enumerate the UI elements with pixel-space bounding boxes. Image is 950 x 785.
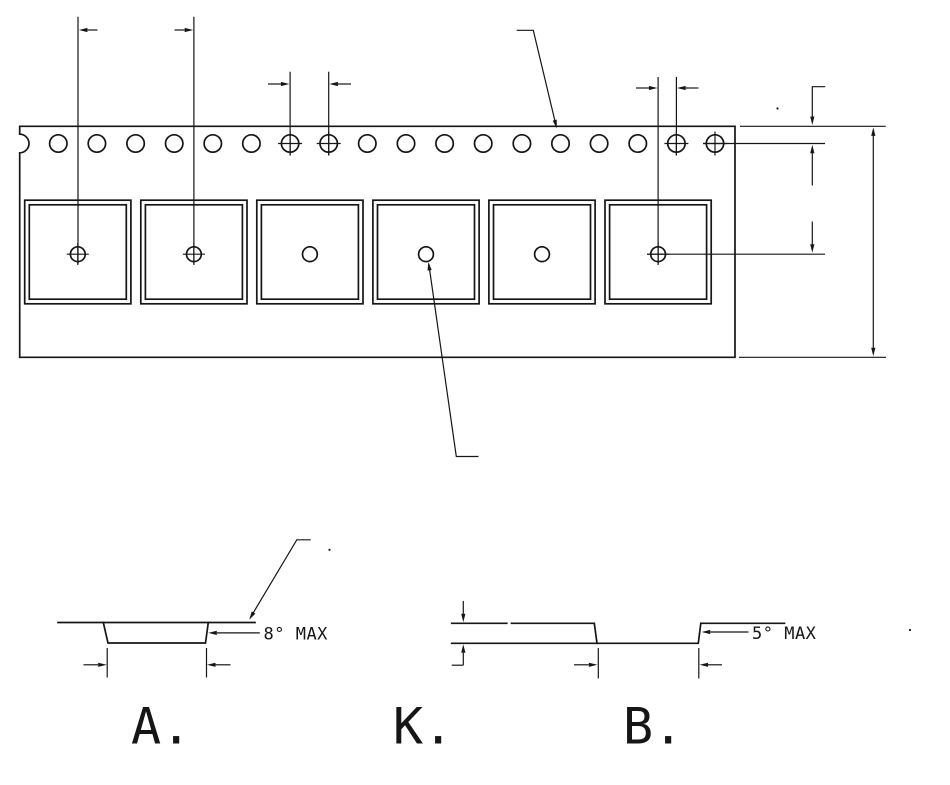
pocket-inner-edge: [376, 203, 476, 301]
sprocket-hole: [589, 133, 609, 154]
pocket-profile: [593, 622, 702, 645]
pocket-center-hole: [533, 245, 551, 263]
tape-top-view: [18, 125, 736, 359]
angle-note-arrowhead: [208, 630, 217, 635]
pocket-width-arrowhead: [588, 662, 598, 667]
sprocket-hole: [48, 133, 68, 154]
offset-arrowhead: [648, 85, 658, 91]
tape-edge-leader: [516, 29, 557, 128]
sprocket-hole: [203, 133, 223, 154]
section-k-b: 5° MAX: [450, 601, 817, 679]
pocket-width-arrowhead: [699, 662, 708, 667]
pocket-center-dim-arrowhead-down: [810, 244, 815, 253]
section-label-b: B.: [623, 698, 683, 756]
section-label-a: A.: [131, 698, 191, 756]
angle-note-b: 5° MAX: [752, 624, 817, 644]
pockets: [23, 199, 713, 305]
pocket-center-hole: [417, 245, 435, 263]
sprocket-hole: [164, 133, 184, 154]
sprocket-hole: [396, 133, 416, 154]
stray-dot: [908, 628, 912, 632]
sprocket-hole: [628, 133, 648, 154]
section-a: 8° MAX: [57, 539, 329, 678]
surface-leader: [249, 539, 311, 619]
stray-dot: [328, 548, 331, 551]
sprocket-hole: [473, 133, 493, 154]
pocket-inner-edge: [260, 203, 360, 301]
pocket-center-hole: [301, 245, 319, 263]
sprocket-hole: [550, 133, 571, 154]
section-label-k: K.: [393, 698, 453, 756]
pocket-width-arrowhead: [98, 662, 107, 667]
thickness-arrowhead-down: [461, 613, 466, 623]
pocket-hole-leader-arrowhead: [427, 261, 432, 271]
pocket-pitch-arrowhead-right: [184, 27, 194, 33]
tape-outline: [18, 125, 736, 359]
surface-leader-arrowhead: [249, 611, 256, 620]
edge-dim-bracket: [811, 86, 826, 118]
sprocket-hole: [435, 133, 455, 154]
pocket-outer-edge: [372, 199, 480, 305]
pocket-outer-edge: [488, 199, 596, 305]
pocket-inner-edge: [492, 203, 592, 301]
sprocket-hole: [357, 133, 377, 154]
edge-dim-arrowhead-down: [810, 116, 815, 125]
sprocket-hole: [87, 133, 107, 154]
pocket-outer-edge: [255, 199, 364, 305]
tape-width-arrowhead-up: [871, 127, 876, 136]
sprocket-hole: [241, 133, 261, 154]
dimension-annotations: [77, 16, 912, 632]
offset-arrowhead: [677, 85, 686, 91]
section-labels: A. K. B.: [131, 698, 683, 756]
hole-center-dim-arrowhead-up: [810, 144, 815, 154]
hole-pitch-arrowhead: [329, 81, 338, 87]
pocket-profile: [102, 621, 210, 644]
hole-pitch-arrowhead: [280, 81, 290, 87]
stray-dot: [776, 107, 779, 110]
tape-width-arrowhead-down: [871, 347, 876, 357]
angle-note-a: 8° MAX: [264, 624, 329, 644]
sprocket-hole: [126, 133, 146, 154]
sprocket-hole: [512, 133, 532, 154]
pocket-pitch-arrowhead-left: [78, 27, 88, 33]
tape-edge-leader-arrowhead: [552, 119, 557, 129]
sprocket-holes: [48, 131, 727, 156]
pocket-hole-leader: [428, 263, 479, 458]
pocket-width-arrowhead: [207, 662, 216, 667]
angle-note-arrowhead: [701, 629, 711, 635]
thickness-arrowhead-up: [461, 644, 466, 653]
